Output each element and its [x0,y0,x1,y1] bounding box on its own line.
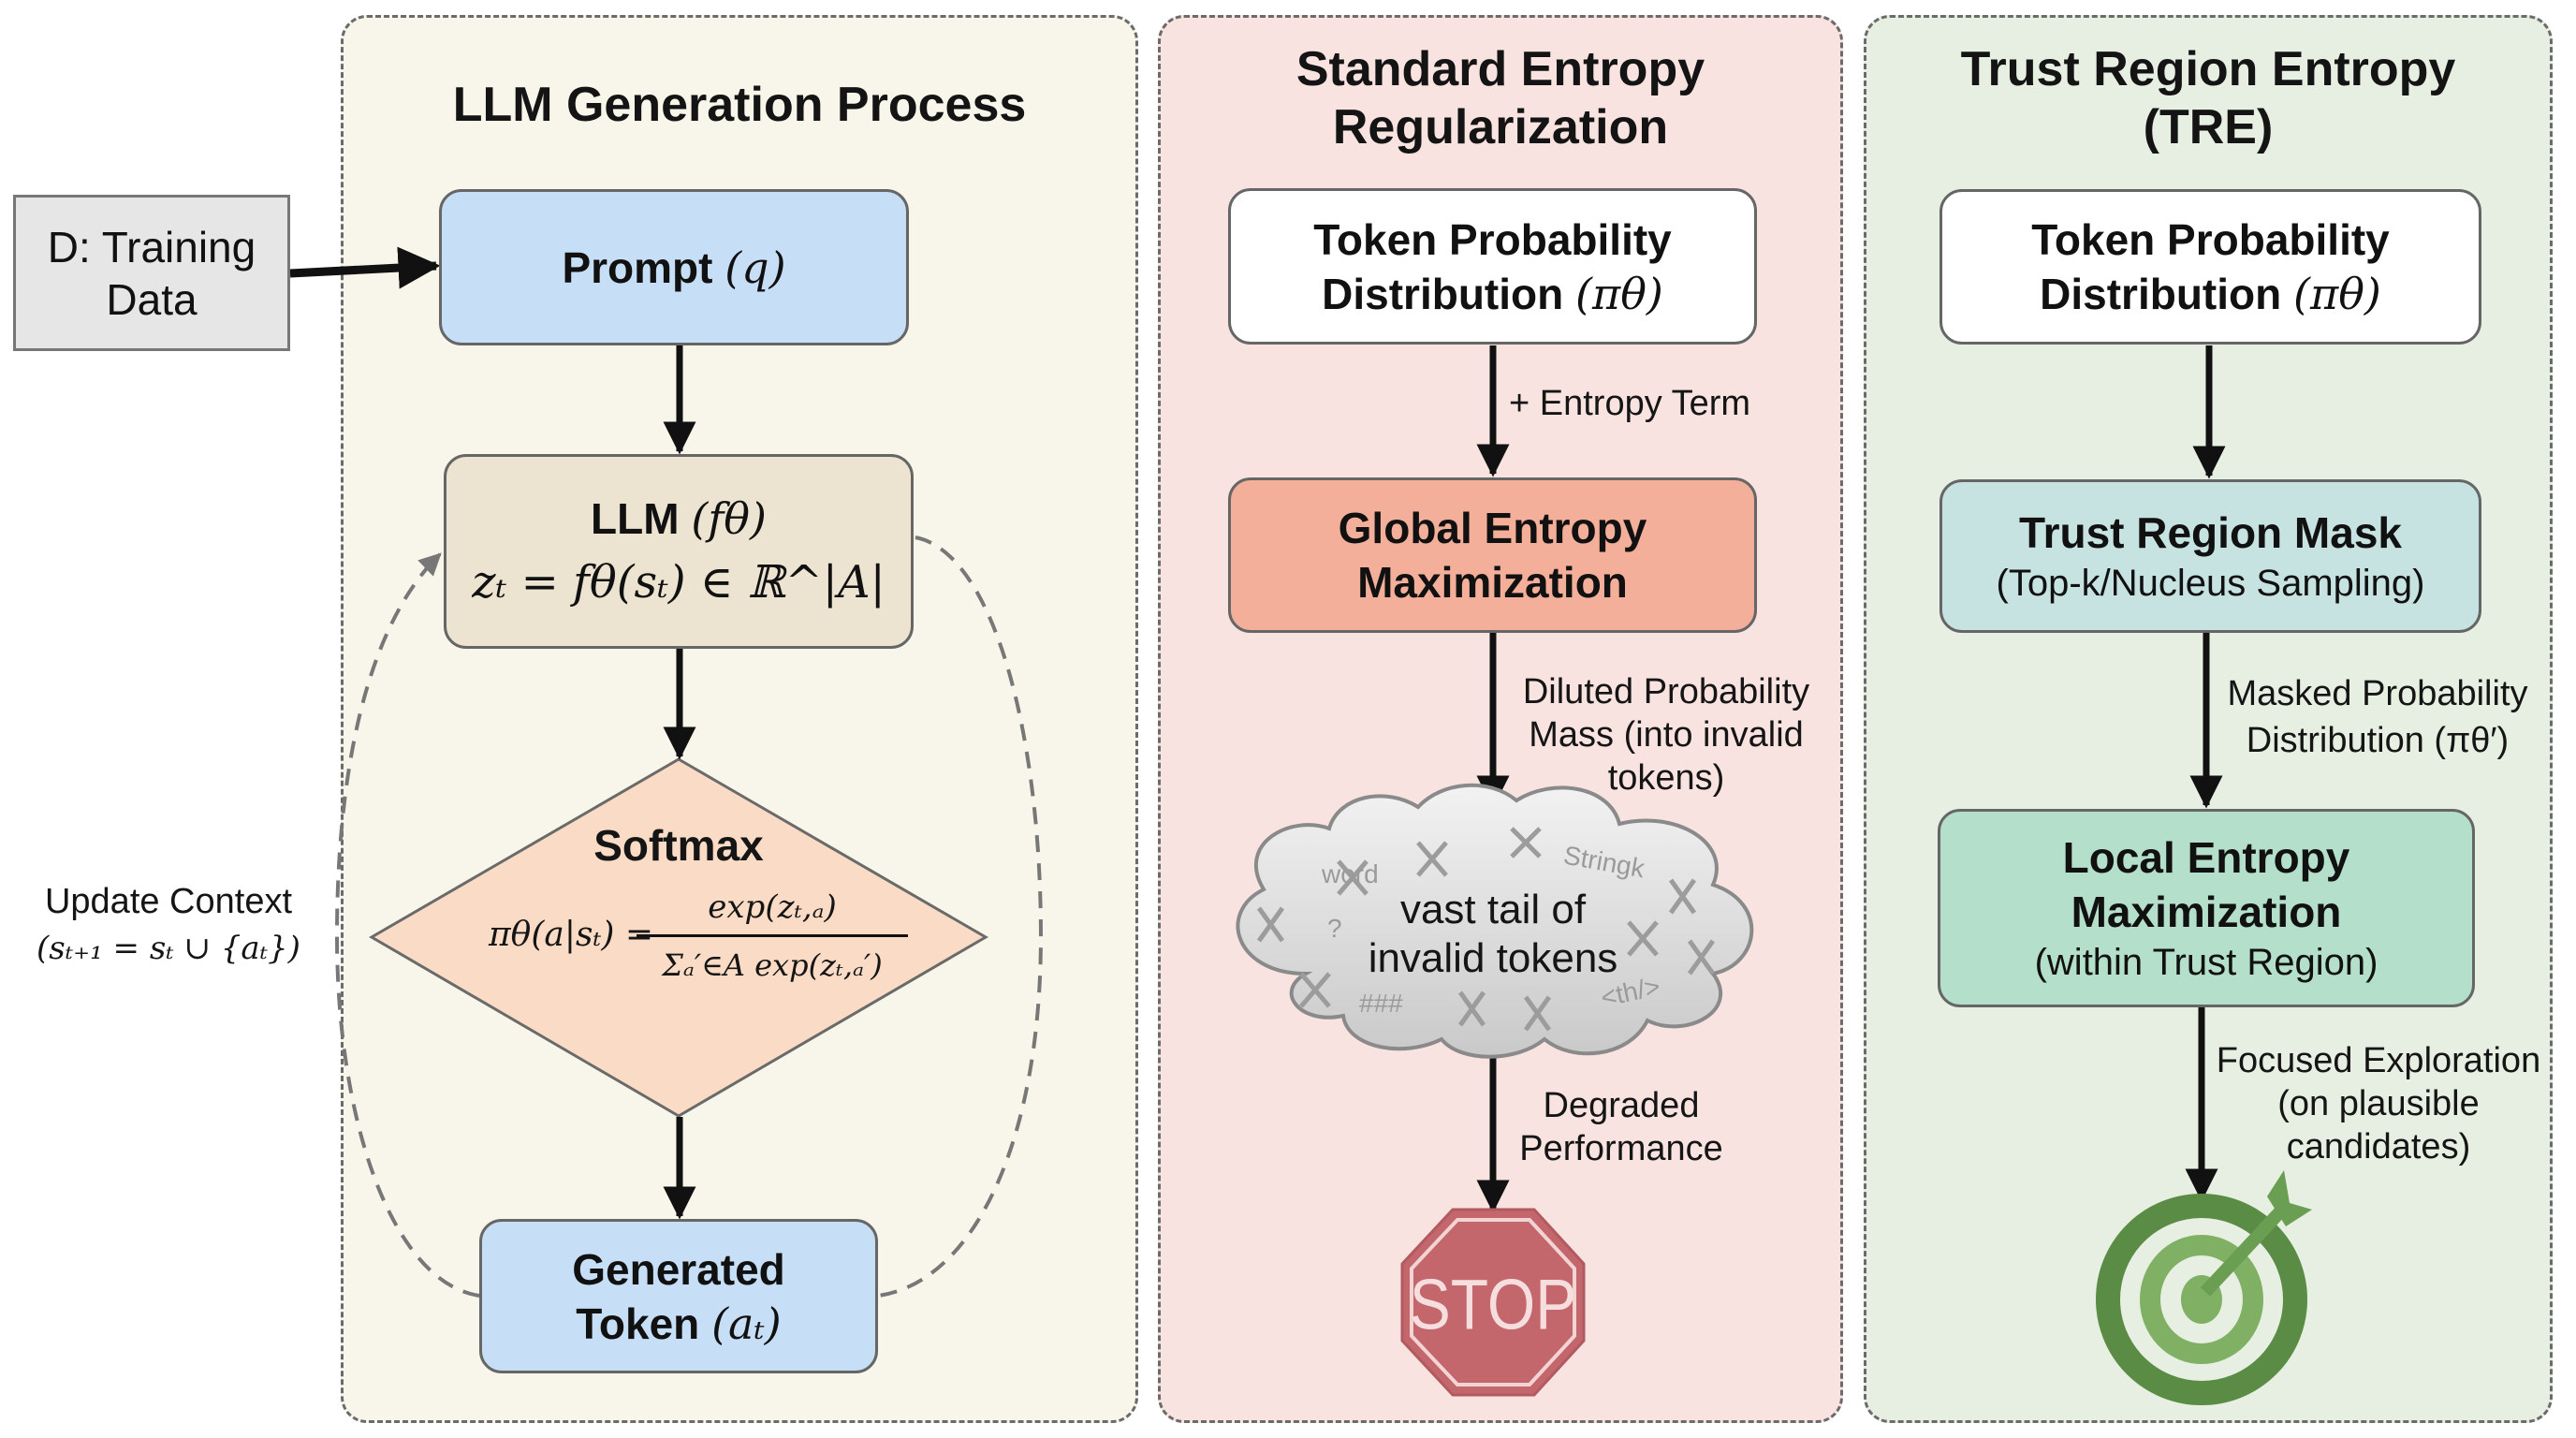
cloud-token: ? [1327,914,1342,943]
softmax-lhs: πθ(a|sₜ) = [489,916,653,954]
prompt-box[interactable]: Prompt (q) [439,189,909,345]
global-line1: Global Entropy [1338,504,1647,552]
focused-label-2: (on plausible [2277,1084,2480,1123]
training-data-label-1: D: Training [47,222,256,271]
generated-label-1: Generated [572,1244,785,1294]
diluted-mass-label-1: Diluted Probability [1522,672,1810,712]
local-line2: Maximization [2071,888,2342,936]
softmax-numerator: exp(zₜ,ₐ) [708,888,837,926]
generated-label-2: Token [576,1299,700,1348]
prompt-math: (q) [724,242,786,293]
local-line3: (within Trust Region) [2034,942,2378,983]
cloud-token: ### [1359,989,1403,1018]
degraded-label-1: Degraded [1543,1086,1700,1125]
degraded-label-2: Performance [1519,1129,1723,1168]
generated-token-box[interactable]: Generated Token (aₜ) [479,1219,878,1373]
update-context-formula: (sₜ₊₁ = sₜ ∪ {aₜ}) [37,930,300,967]
diluted-mass-label-3: tokens) [1607,758,1725,798]
generated-math: (aₜ) [711,1298,782,1349]
focused-label-1: Focused Exploration [2216,1041,2541,1080]
local-entropy-box[interactable]: Local Entropy Maximization (within Trust… [1938,809,2475,1007]
panel-title: LLM Generation Process [452,78,1027,132]
cloud-text-1: vast tail of [1399,887,1587,932]
cloud-text-2: invalid tokens [1368,935,1618,981]
focused-label-3: candidates) [2286,1127,2471,1167]
softmax-label: Softmax [593,821,764,870]
llm-math: (fθ) [691,493,767,544]
tre-token-dist-math: (πθ) [2293,269,2381,319]
llm-label: LLM [591,494,680,543]
global-entropy-box[interactable]: Global Entropy Maximization [1228,477,1757,633]
tre-token-dist-line2: Distribution [2040,270,2282,318]
fraction-bar [637,934,908,937]
std-token-dist-line2: Distribution [1322,269,1564,318]
masked-dist-label-2: Distribution (πθ′) [2246,721,2510,760]
update-context-label: Update Context [44,882,293,921]
local-line1: Local Entropy [2062,833,2350,882]
tre-token-dist-line1: Token Probability [2031,215,2390,264]
mask-line1: Trust Region Mask [2019,508,2402,557]
panel-title-line1: Standard Entropy [1295,42,1705,96]
training-data-box[interactable]: D: Training Data [13,195,290,351]
stop-sign-text: STOP [1409,1264,1577,1344]
std-token-dist-math: (πθ) [1575,268,1663,319]
mask-line2: (Top-k/Nucleus Sampling) [1996,563,2425,604]
tre-token-distribution-box[interactable]: Token Probability Distribution (πθ) [1939,189,2481,345]
llm-equation: zₜ = fθ(sₜ) ∈ ℝ^|A| [472,556,886,609]
prompt-label: Prompt [562,242,713,292]
entropy-term-label: + Entropy Term [1509,384,1751,423]
diluted-mass-label-2: Mass (into invalid [1529,715,1804,755]
std-token-distribution-box[interactable]: Token Probability Distribution (πθ) [1228,188,1757,345]
panel-title-line2: Regularization [1332,100,1669,154]
training-data-label-2: Data [106,274,198,324]
std-token-dist-line1: Token Probability [1313,214,1672,264]
softmax-denominator: Σₐ′∈A exp(zₜ,ₐ′) [662,947,883,983]
trust-region-mask-box[interactable]: Trust Region Mask (Top-k/Nucleus Samplin… [1939,479,2481,633]
global-line2: Maximization [1357,558,1628,607]
panel-title-line2: (TRE) [2143,100,2274,154]
llm-box[interactable]: LLM (fθ) zₜ = fθ(sₜ) ∈ ℝ^|A| [444,454,914,649]
masked-dist-label-1: Masked Probability [2227,674,2528,713]
cloud-token: word [1322,859,1379,888]
panel-title-line1: Trust Region Entropy [1960,42,2456,96]
